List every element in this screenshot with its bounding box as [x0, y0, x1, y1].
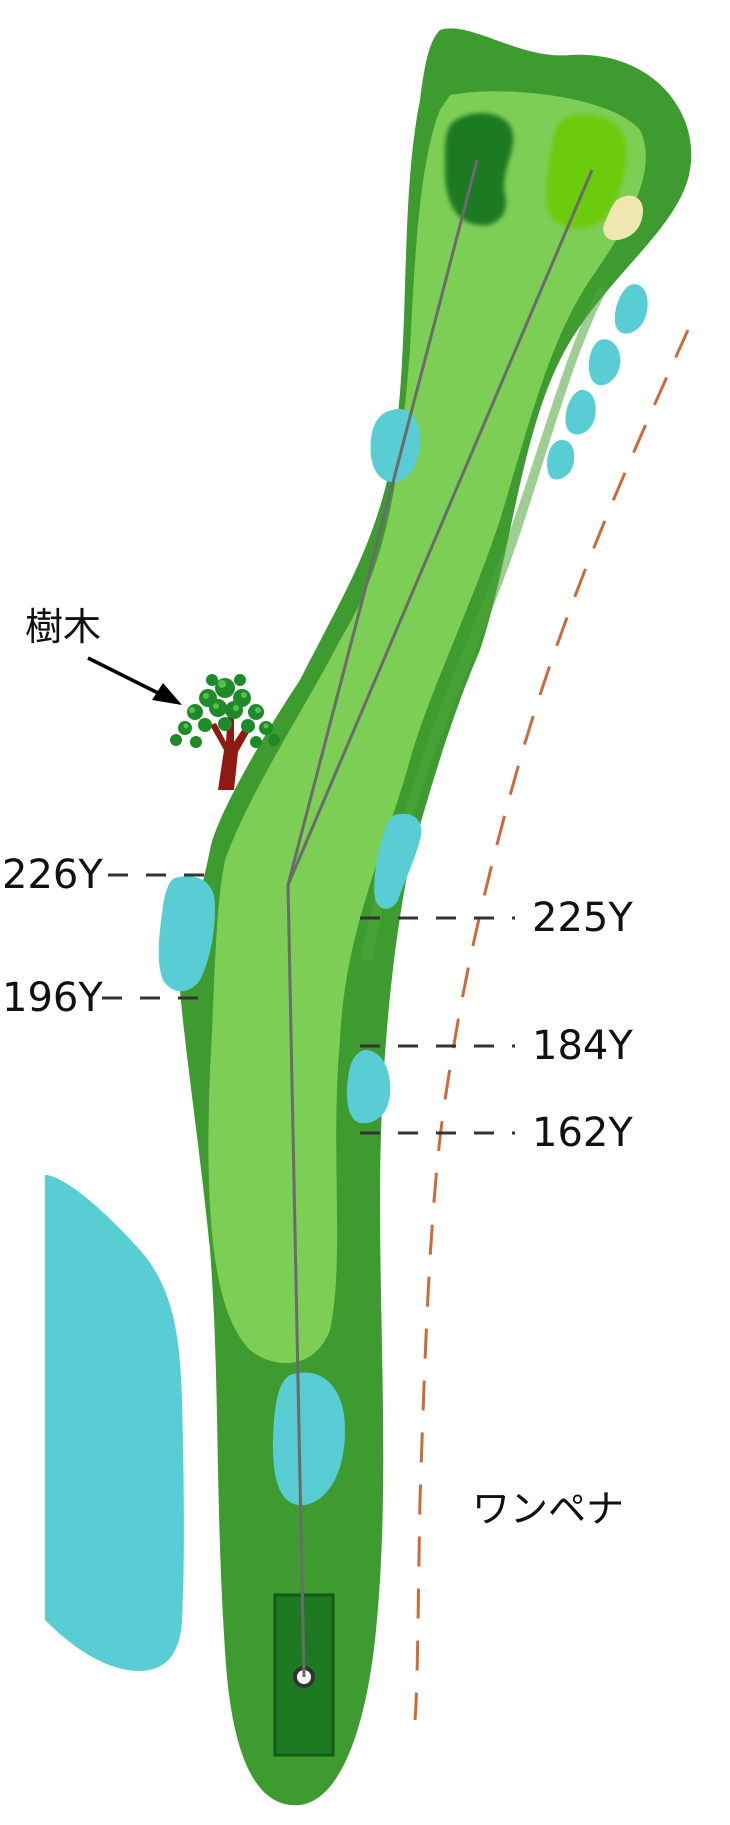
- water-hazards: [45, 284, 648, 1671]
- fairway: [208, 91, 646, 1364]
- yardage-162-label: 162Y: [532, 1110, 633, 1156]
- water-right-3: [565, 389, 596, 435]
- tree-leaf-highlights: [183, 680, 269, 729]
- water-lower: [272, 1372, 345, 1506]
- shot-line-left-green: [286, 159, 479, 886]
- green-right: [545, 114, 627, 229]
- shot-line-right-green: [286, 169, 594, 886]
- fairway-shade: [360, 285, 606, 962]
- sand-bunker: [603, 195, 644, 241]
- shot-line-tee: [286, 884, 306, 1678]
- yardage-226-label: 226Y: [2, 852, 103, 898]
- green-left: [444, 113, 514, 226]
- tee-box: [273, 1593, 335, 1757]
- water-right-1: [614, 284, 648, 334]
- yardage-225-label: 225Y: [532, 895, 633, 941]
- water-right-2: [588, 339, 621, 386]
- tree-trunk: [210, 712, 252, 790]
- shot-lines: [286, 159, 594, 1678]
- penalty-zone-label: ワンペナ: [472, 1487, 624, 1531]
- yardage-184-label: 184Y: [532, 1023, 633, 1069]
- tree-arrow-icon: [87, 656, 182, 705]
- tree-label: 樹木: [25, 605, 101, 649]
- pond-left: [45, 1175, 184, 1671]
- water-mid-226: [374, 813, 422, 909]
- water-right-4: [547, 439, 575, 480]
- water-right-184: [346, 1050, 391, 1124]
- rough-area: [180, 28, 692, 1806]
- tree-icon: [170, 674, 280, 790]
- yardage-markers: [102, 873, 515, 1135]
- penalty-line: [413, 329, 690, 1721]
- water-left-fairway: [158, 876, 215, 992]
- yardage-196-label: 196Y: [2, 975, 103, 1021]
